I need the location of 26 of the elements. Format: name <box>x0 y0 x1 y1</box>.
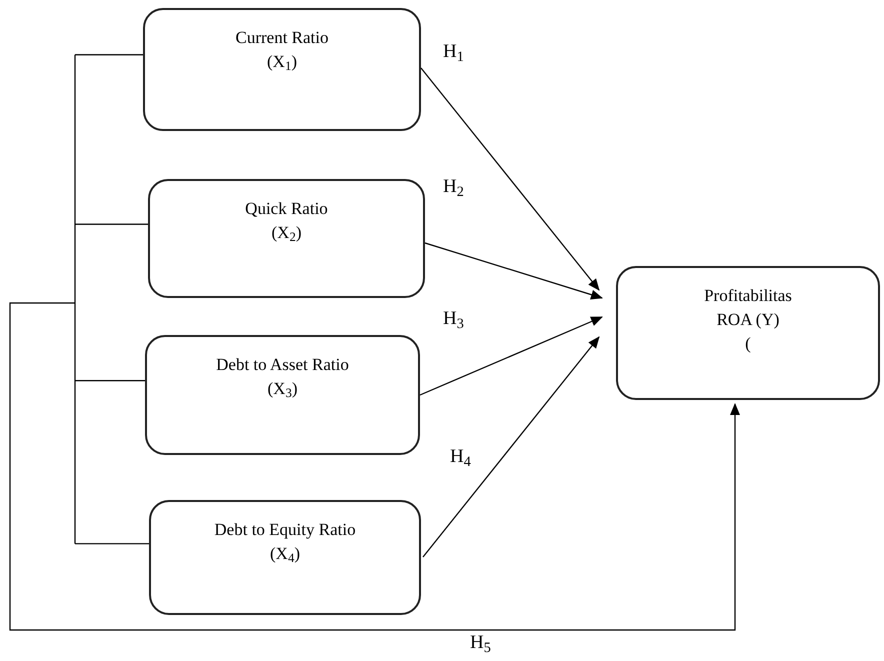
variable-box <box>148 179 425 298</box>
node-text: (X$_{3}$) <box>268 378 298 401</box>
edge-label: H$_{3}$ <box>443 309 464 328</box>
variable-box <box>149 500 421 615</box>
dependent-variable-box <box>616 266 880 400</box>
node-text: Profitabilitas <box>704 285 792 307</box>
arrow <box>424 242 603 300</box>
node-text: Debt to Asset Ratio <box>216 354 349 376</box>
edge-label: H$_{1}$ <box>443 42 464 61</box>
arrow <box>420 68 600 291</box>
bracket-arrow <box>9 54 740 631</box>
node-text: Current Ratio <box>235 27 328 49</box>
edge-label: H$_{2}$ <box>443 177 464 196</box>
arrow <box>420 316 603 396</box>
node-text: Quick Ratio <box>245 198 328 220</box>
node-text: (X$_{4}$) <box>270 543 300 566</box>
edge-label: H$_{5}$ <box>470 633 491 652</box>
node-text: Debt to Equity Ratio <box>214 519 356 541</box>
variable-box <box>145 335 420 455</box>
node-text: (X$_{2}$) <box>272 222 302 245</box>
arrow <box>422 336 600 558</box>
edge-label: H$_{4}$ <box>450 447 471 466</box>
node-text: ROA (Y) <box>716 309 780 331</box>
node-text: ( <box>745 333 751 355</box>
node-text: (X$_{1}$) <box>267 51 297 74</box>
variable-box <box>143 8 421 131</box>
